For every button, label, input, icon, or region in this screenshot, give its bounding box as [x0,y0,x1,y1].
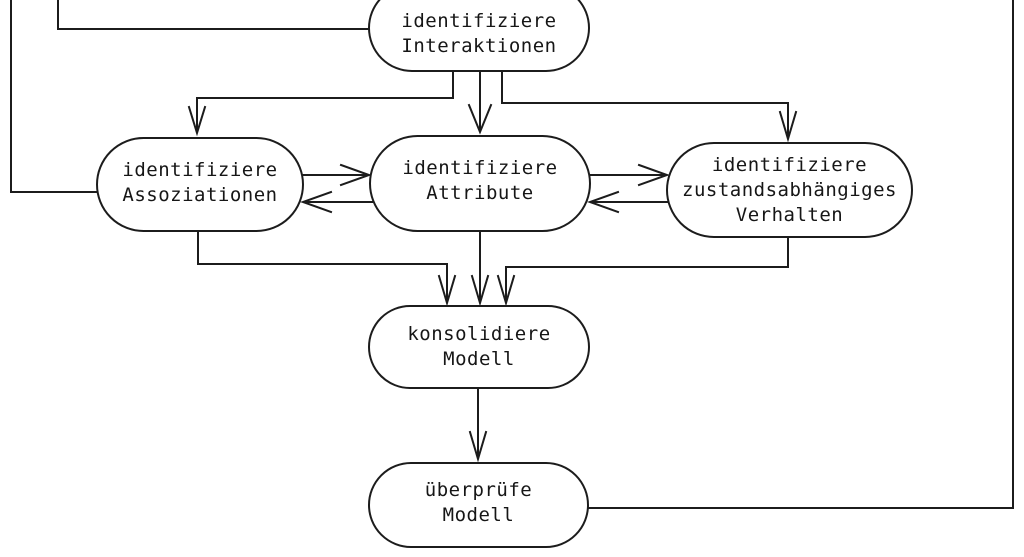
arrowhead-down-icon [467,103,493,135]
arrowhead-down-icon [437,274,457,307]
node-konsolidiere-modell: konsolidiere Modell [368,305,590,389]
arrowhead-down-icon [470,274,490,307]
node-label-interaktionen: identifiziere Interaktionen [401,10,557,57]
edge-attribute-verhalten [589,163,670,187]
edge-verhalten-attribute [587,190,669,214]
arrowhead-right-icon [637,163,670,187]
arrowhead-down-icon [468,430,488,463]
edge-feedback-to-interaktionen [57,0,370,30]
arrowhead-down-icon [187,105,207,137]
edge-feedback-to-assoziationen [10,0,99,193]
node-label-verhalten: identifiziere zustandsabhängiges Verhalt… [682,153,897,226]
arrowhead-left-icon [587,190,620,214]
node-label-attribute: identifiziere Attribute [402,156,558,204]
node-identifiziere-zustandsabhaengiges-verhalten: identifiziere zustandsabhängiges Verhalt… [666,142,913,238]
edge-assoziationen-konsolidiere [197,231,457,307]
edge-interaktionen-assoziationen [187,71,454,137]
edge-interaktionen-attribute [467,71,493,135]
node-ueberpruefe-modell: überprüfe Modell [368,462,589,548]
edge-assoziationen-attribute [302,163,372,187]
node-label-assoziationen: identifiziere Assoziationen [122,158,278,206]
edge-konsolidiere-ueberpruefe [468,388,488,463]
arrowhead-left-icon [300,190,333,214]
edge-verhalten-konsolidiere [496,237,789,307]
node-identifiziere-attribute: identifiziere Attribute [369,135,591,232]
node-label-ueberpruefe: überprüfe Modell [424,479,533,526]
node-identifiziere-interaktionen: identifiziere Interaktionen [368,0,590,72]
edge-interaktionen-verhalten [501,71,798,143]
arrowhead-down-icon [496,274,516,307]
arrowhead-down-icon [778,110,798,143]
node-label-konsolidiere: konsolidiere Modell [407,323,551,370]
edge-attribute-konsolidiere [470,231,490,307]
edge-attribute-assoziationen [300,190,373,214]
node-identifiziere-assoziationen: identifiziere Assoziationen [96,137,304,232]
edge-ueberpruefe-feedback-right [588,0,1014,509]
